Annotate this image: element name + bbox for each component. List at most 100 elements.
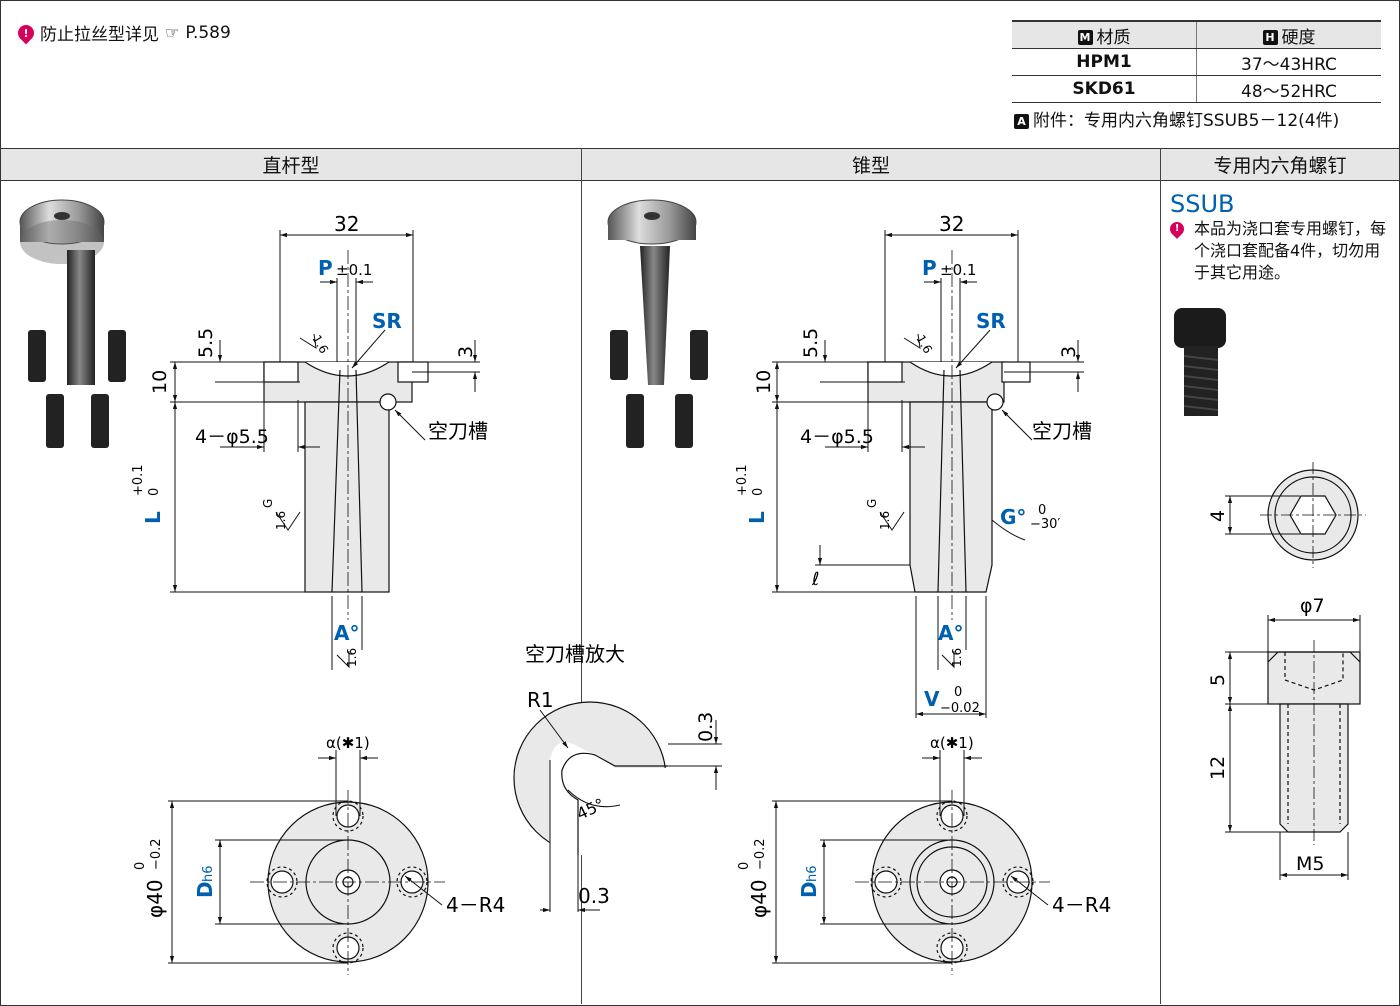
dim-g-tol-lo: −30′ bbox=[1030, 517, 1060, 532]
taper-top-dims bbox=[772, 750, 1049, 964]
dim-r4: 4－R4 bbox=[446, 893, 505, 917]
dim-10: 10 bbox=[149, 370, 171, 394]
dim-dia-tol-lo: −0.2 bbox=[149, 838, 164, 870]
dim-r4: 4－R4 bbox=[1052, 893, 1111, 917]
m-icon: M bbox=[1077, 30, 1093, 45]
dim-width: 32 bbox=[334, 212, 359, 236]
dim-l-tol-lo: 0 bbox=[751, 488, 766, 496]
a-icon: A bbox=[1014, 113, 1029, 129]
dim-10: 10 bbox=[753, 370, 775, 394]
dim-l-tol-up: +0.1 bbox=[131, 464, 146, 496]
straight-side-view bbox=[263, 250, 429, 620]
dim-l-tol-up: +0.1 bbox=[735, 464, 750, 496]
taper-top-view bbox=[855, 790, 1050, 975]
dim-dia-tol-up: 0 bbox=[133, 862, 148, 870]
hardness-cell: 48～52HRC bbox=[1196, 75, 1381, 103]
taper-side-view bbox=[867, 250, 1031, 620]
roughness-mark: 1.6 bbox=[878, 511, 892, 530]
dim-g-tol-up: 0 bbox=[1038, 503, 1046, 518]
material-cell: HPM1 bbox=[1012, 48, 1197, 76]
dim-dia40: φ40 bbox=[143, 879, 167, 918]
screw-top-view bbox=[1225, 462, 1366, 568]
groove-label: 空刀槽 bbox=[428, 419, 488, 443]
screw-model-title: SSUB bbox=[1170, 190, 1235, 218]
detail-0-3-bottom: 0.3 bbox=[578, 884, 610, 908]
page-ref-link[interactable]: P.589 bbox=[185, 22, 231, 43]
screw-thread-dim: M5 bbox=[1296, 853, 1324, 875]
dim-sr: SR bbox=[372, 309, 402, 333]
dim-dia-tol-lo: −0.2 bbox=[753, 838, 768, 870]
g-mark: G bbox=[261, 499, 275, 508]
dim-dia40: φ40 bbox=[747, 879, 771, 918]
dim-ell: ℓ bbox=[811, 569, 819, 590]
pointing-hand-icon: ☞ bbox=[165, 23, 180, 42]
dim-l-tol-lo: 0 bbox=[147, 488, 162, 496]
straight-top-view bbox=[250, 790, 445, 975]
roughness-mark: 1.6 bbox=[274, 511, 288, 530]
screw-dims bbox=[1225, 615, 1361, 880]
pull-prevention-note: ! 防止拉丝型详见 ☞ P.589 bbox=[14, 20, 231, 45]
straight-dimensions bbox=[170, 230, 480, 670]
dim-v-tol-up: 0 bbox=[954, 685, 962, 700]
column-divider bbox=[581, 148, 582, 1004]
dim-3: 3 bbox=[1058, 346, 1080, 358]
dim-sr: SR bbox=[976, 309, 1006, 333]
dim-holes: 4－φ5.5 bbox=[195, 426, 269, 448]
dim-dh6: D bbox=[797, 881, 821, 898]
taper-dimension-text: 32 P ±0.1 SR 5.5 3 10 4－φ5.5 空刀槽 L +0.1 … bbox=[735, 212, 1092, 716]
straight-top-dims bbox=[168, 750, 443, 964]
dim-dia-tol-up: 0 bbox=[737, 862, 752, 870]
hardness-cell: 37～43HRC bbox=[1196, 48, 1381, 76]
section-taper-header: 锥型 bbox=[581, 148, 1160, 181]
straight-dimension-text: 32 P ±0.1 SR 5.5 3 10 4－φ5.5 空刀槽 L +0.1 … bbox=[131, 212, 488, 667]
screw-length-dim: 12 bbox=[1207, 756, 1229, 780]
dim-p: P bbox=[318, 256, 333, 280]
h-icon: H bbox=[1262, 30, 1278, 45]
screw-note: ! 本品为浇口套专用螺钉，每个浇口套配备4件，切勿用于其它用途。 bbox=[1167, 218, 1395, 284]
g-mark: G bbox=[865, 499, 879, 508]
groove-detail: 空刀槽放大 R1 0.3 0.3 45° bbox=[513, 642, 722, 913]
dim-alpha: α(✱1) bbox=[326, 734, 370, 752]
taper-dimensions bbox=[772, 230, 1084, 718]
material-cell: SKD61 bbox=[1012, 75, 1197, 103]
detail-0-3-top: 0.3 bbox=[695, 712, 717, 742]
dim-3: 3 bbox=[455, 346, 477, 358]
table-row: SKD61 48～52HRC bbox=[1012, 75, 1381, 103]
roughness-mark: 1.6 bbox=[913, 333, 935, 357]
dim-v: V bbox=[924, 687, 940, 711]
dim-a: A° bbox=[938, 621, 963, 645]
groove-label: 空刀槽 bbox=[1032, 419, 1092, 443]
roughness-mark: 1.6 bbox=[345, 648, 359, 667]
taper-top-text: α(✱1) φ40 0 −0.2 D h6 4－R4 bbox=[737, 734, 1111, 918]
roughness-mark: 1.6 bbox=[309, 333, 331, 357]
dim-p-tol: ±0.1 bbox=[940, 261, 976, 279]
dim-p-tol: ±0.1 bbox=[336, 261, 372, 279]
screw-dim-text: 4 φ7 5 12 M5 bbox=[1207, 510, 1325, 875]
dim-a: A° bbox=[334, 621, 359, 645]
table-row: HPM1 37～43HRC bbox=[1012, 48, 1381, 76]
dim-holes: 4－φ5.5 bbox=[800, 426, 874, 448]
taper-product-photo bbox=[607, 199, 708, 448]
dim-5-5: 5.5 bbox=[800, 328, 822, 358]
screw-hex-dim: 4 bbox=[1207, 510, 1229, 522]
dim-dh6: D bbox=[193, 881, 217, 898]
straight-product-photo bbox=[19, 199, 126, 448]
section-straight-header: 直杆型 bbox=[1, 148, 581, 181]
detail-r1: R1 bbox=[527, 688, 554, 712]
dim-width: 32 bbox=[939, 212, 964, 236]
detail-title: 空刀槽放大 bbox=[525, 642, 625, 666]
dim-g-angle: G° bbox=[1000, 505, 1026, 529]
dim-l: L bbox=[745, 511, 769, 524]
screw-head-dim: 5 bbox=[1207, 674, 1229, 686]
screw-side-view bbox=[1267, 640, 1361, 845]
dim-p: P bbox=[922, 256, 937, 280]
section-screw-header: 专用内六角螺钉 bbox=[1160, 148, 1399, 181]
dim-l: L bbox=[141, 511, 165, 524]
dim-5-5: 5.5 bbox=[195, 328, 217, 358]
screw-dia-dim: φ7 bbox=[1300, 595, 1325, 617]
roughness-mark: 1.6 bbox=[950, 648, 964, 667]
